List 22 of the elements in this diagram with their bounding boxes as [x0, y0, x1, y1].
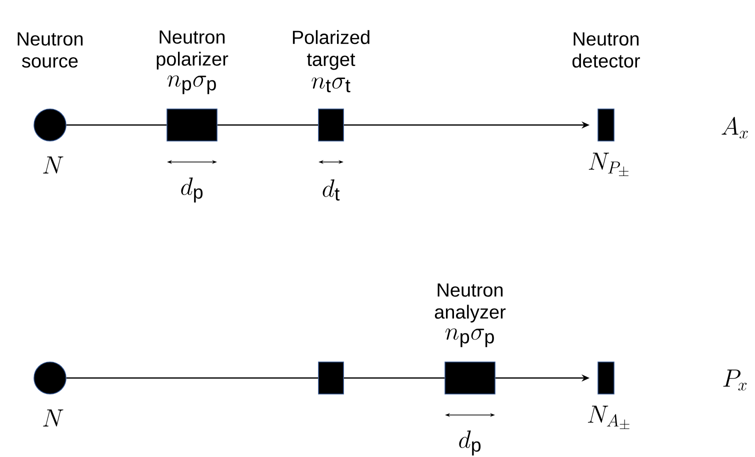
heading: Neutron polarizer — [156, 30, 228, 70]
heading: Neutron source — [18, 32, 83, 68]
formula-label: $n_{\mathrm{t}}\sigma_{\mathrm{t}}$ — [312, 77, 350, 92]
formula-label: $N$ — [43, 156, 64, 174]
axis-label: $A_x$ — [722, 116, 748, 139]
dimension-label: $d_{\mathrm{t}}$ — [322, 179, 340, 201]
formula-label: $N_{P_\pm}$ — [588, 152, 628, 176]
beam-line — [344, 377, 445, 379]
formula-label: $n_{\mathrm{p}}\sigma_{\mathrm{p}}$ — [167, 76, 216, 94]
component-block — [318, 362, 344, 394]
formula-label: $N_{A_\pm}$ — [588, 406, 630, 430]
formula-label: $n_{\mathrm{p}}\sigma_{\mathrm{p}}$ — [445, 328, 494, 348]
dimension-label: $d_{\mathrm{p}}$ — [459, 430, 481, 456]
dimension-label: $d_{\mathrm{p}}$ — [181, 178, 203, 202]
beam-line — [217, 124, 318, 126]
beam-line — [66, 124, 167, 126]
beam-line — [66, 377, 318, 379]
formula-label: $N$ — [43, 410, 64, 426]
heading: Neutron detector — [572, 32, 640, 68]
heading: Neutron analyzer — [434, 284, 506, 322]
heading: Polarized target — [292, 30, 370, 70]
axis-label: $P_x$ — [723, 370, 747, 391]
